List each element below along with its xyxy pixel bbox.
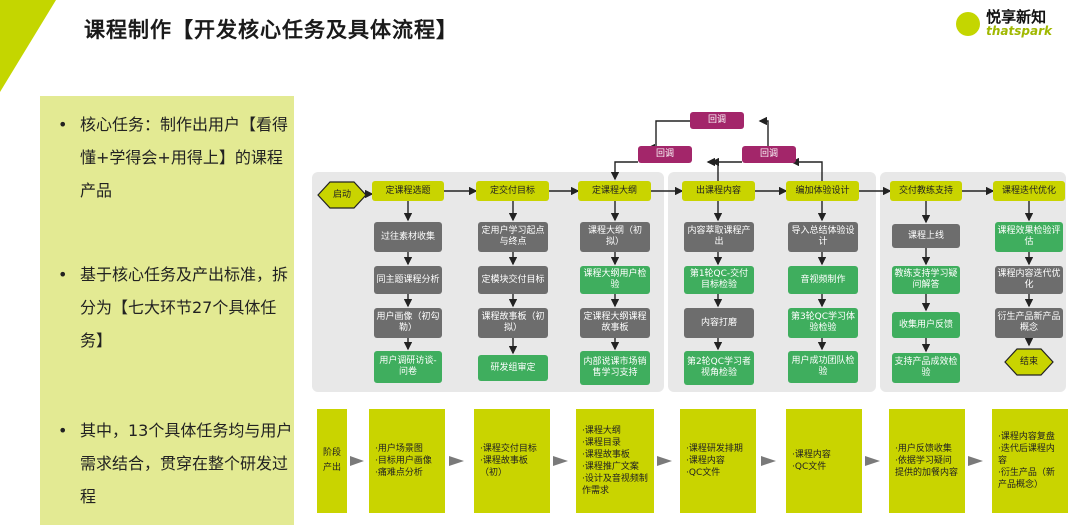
task-2-4: 研发组审定 bbox=[478, 355, 548, 381]
task-7-2: 课程内容迭代优化 bbox=[995, 266, 1063, 294]
outputs-label: 阶段产出 bbox=[317, 409, 347, 513]
output-stage-3: ·课程大纲 ·课程目录 ·课程故事板 ·课程推广文案 ·设计及音视频制作需求 bbox=[576, 409, 654, 513]
task-5-4: 用户成功团队检验 bbox=[788, 351, 858, 383]
task-5-2: 音视频制作 bbox=[788, 266, 858, 294]
task-1-3: 用户画像（初勾勒） bbox=[374, 308, 442, 338]
start-label: 启动 bbox=[332, 189, 351, 200]
task-5-3: 第3轮QC学习体验检验 bbox=[788, 308, 858, 338]
task-2-3: 课程故事板（初拟） bbox=[478, 308, 548, 338]
summary-panel: • 核心任务：制作出用户【看得懂+学得会+用得上】的课程产品 • 基于核心任务及… bbox=[40, 96, 294, 525]
logo-cn: 悦享新知 bbox=[986, 8, 1047, 26]
stage-head-7: 课程迭代优化 bbox=[993, 181, 1065, 201]
output-stage-5: ·课程内容 ·QC文件 bbox=[786, 409, 862, 513]
start-diamond bbox=[317, 181, 367, 209]
stage-head-1: 定课程选题 bbox=[372, 181, 444, 201]
output-stage-1: ·用户场景图 ·目标用户画像 ·痛难点分析 bbox=[369, 409, 445, 513]
task-1-4: 用户调研访谈-问卷 bbox=[374, 351, 442, 383]
feedback-left: 回调 bbox=[638, 146, 692, 163]
bullet-user-needs: • 其中，13个具体任务均与用户需求结合，贯穿在整个研发过程 bbox=[58, 421, 293, 506]
bullet-core-task: • 核心任务：制作出用户【看得懂+学得会+用得上】的课程产品 bbox=[58, 115, 289, 200]
task-7-3: 衍生产品新产品概念 bbox=[995, 308, 1063, 338]
end-label: 结束 bbox=[1019, 356, 1038, 367]
brand-logo: 悦享新知 thatspark bbox=[956, 10, 1052, 37]
page-title: 课程制作【开发核心任务及具体流程】 bbox=[84, 18, 458, 42]
task-2-2: 定模块交付目标 bbox=[478, 266, 548, 294]
logo-en: thatspark bbox=[986, 24, 1052, 38]
task-4-4: 第2轮QC学习者视角检验 bbox=[684, 351, 754, 385]
task-3-2: 课程大纲用户检验 bbox=[580, 266, 650, 294]
stage-head-6: 交付教练支持 bbox=[890, 181, 962, 201]
stage-head-5: 编加体验设计 bbox=[786, 181, 859, 201]
output-stage-7: ·课程内容复盘 ·迭代后课程内容 ·衍生产品（新产品概念） bbox=[992, 409, 1068, 513]
task-4-1: 内容萃取课程产出 bbox=[684, 222, 754, 252]
task-6-4: 支持产品成效检验 bbox=[892, 353, 960, 383]
task-3-3: 定课程大纲课程故事板 bbox=[580, 308, 650, 338]
task-4-2: 第1轮QC-交付目标检验 bbox=[684, 266, 754, 294]
task-7-1: 课程效果检验评估 bbox=[995, 222, 1063, 252]
task-5-1: 导入总结体验设计 bbox=[788, 222, 858, 252]
end-shape bbox=[1004, 348, 1054, 376]
task-3-1: 课程大纲（初拟） bbox=[580, 222, 650, 252]
output-stage-2: ·课程交付目标 ·课程故事板（初） bbox=[474, 409, 550, 513]
stage-head-4: 出课程内容 bbox=[682, 181, 755, 201]
corner-decoration bbox=[0, 0, 56, 92]
task-1-1: 过往素材收集 bbox=[374, 222, 442, 252]
task-6-2: 教练支持学习疑问解答 bbox=[892, 266, 960, 294]
bullet-split: • 基于核心任务及产出标准，拆分为【七大环节27个具体任务】 bbox=[58, 265, 289, 350]
task-1-2: 同主题课程分析 bbox=[374, 266, 442, 294]
output-stage-6: ·用户反馈收集 ·依据学习疑问提供的加餐内容 bbox=[889, 409, 965, 513]
feedback-right: 回调 bbox=[742, 146, 796, 163]
stage-head-2: 定交付目标 bbox=[476, 181, 549, 201]
output-stage-4: ·课程研发排期 ·课程内容 ·QC文件 bbox=[680, 409, 756, 513]
task-2-1: 定用户学习起点与终点 bbox=[478, 222, 548, 252]
stage-head-3: 定课程大纲 bbox=[578, 181, 651, 201]
task-4-3: 内容打磨 bbox=[684, 308, 754, 338]
logo-dot-icon bbox=[956, 11, 981, 36]
feedback-top: 回调 bbox=[690, 112, 744, 129]
task-6-1: 课程上线 bbox=[892, 224, 960, 248]
task-3-4: 内部说课市场销售学习支持 bbox=[580, 351, 650, 385]
task-6-3: 收集用户反馈 bbox=[892, 312, 960, 338]
